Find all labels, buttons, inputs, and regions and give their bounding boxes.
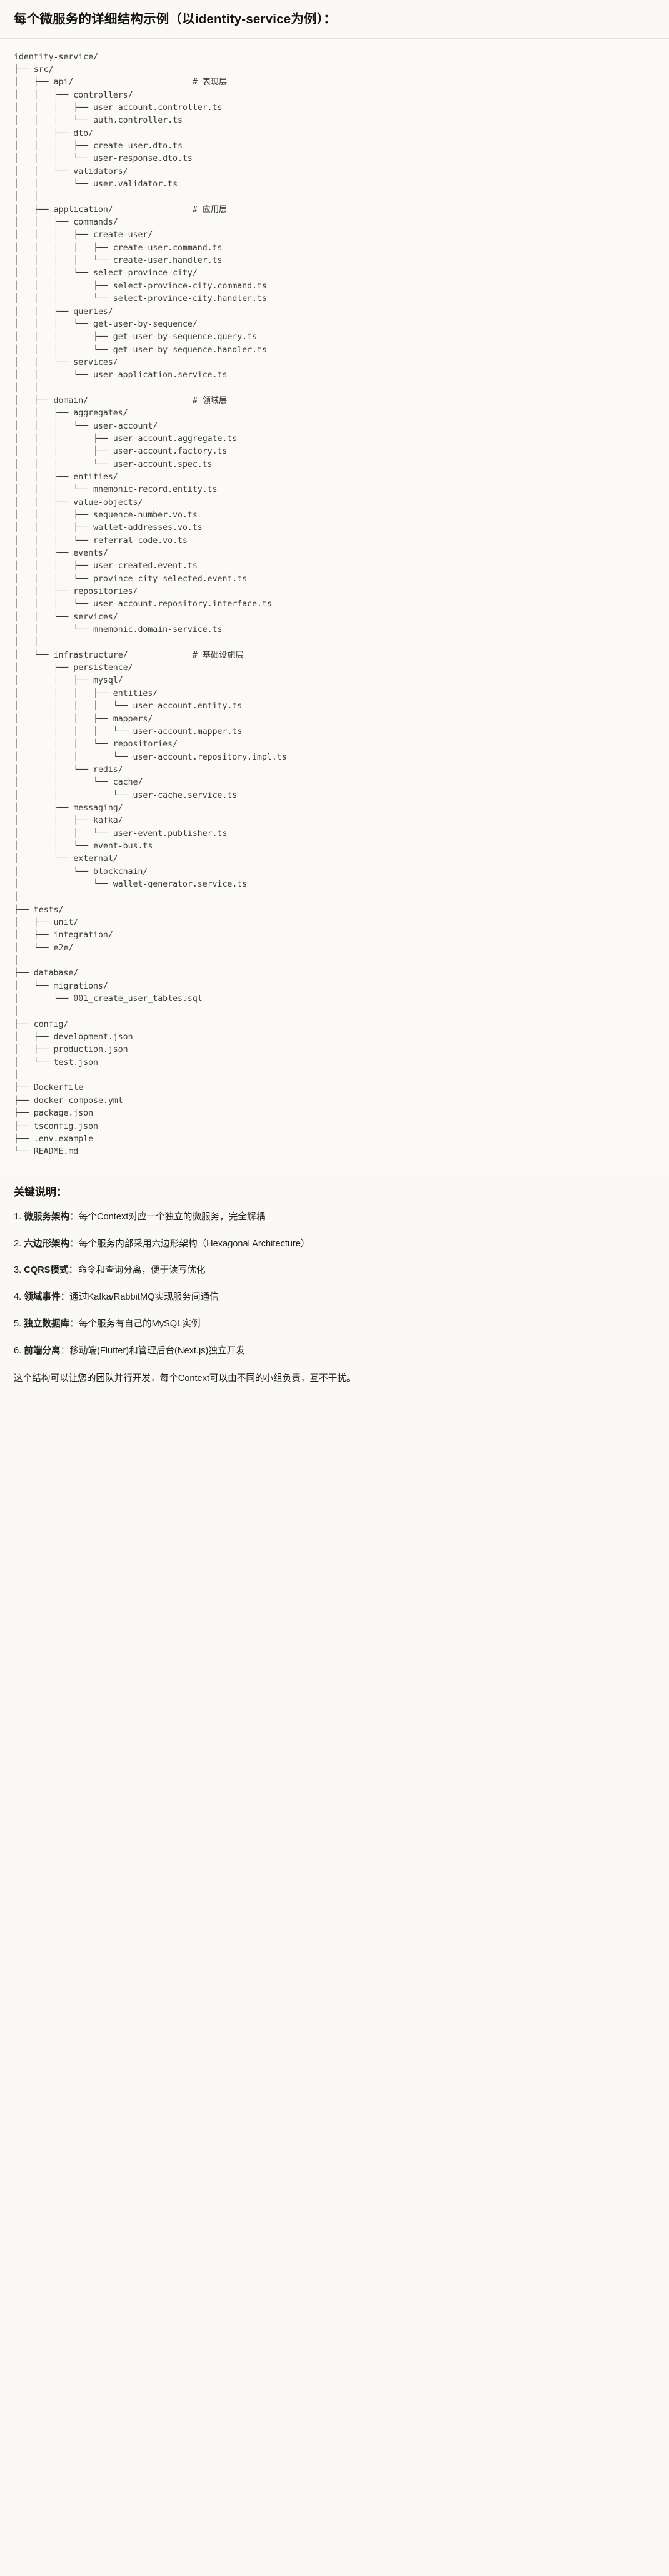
key-note-description: ：命令和查询分离，便于读写优化 bbox=[68, 1265, 206, 1276]
key-note-term: 独立数据库 bbox=[24, 1319, 70, 1330]
key-note-description: ：通过Kafka/RabbitMQ实现服务间通信 bbox=[60, 1292, 219, 1303]
key-note-description: ：移动端(Flutter)和管理后台(Next.js)独立开发 bbox=[60, 1346, 245, 1357]
key-note-number: 5. bbox=[14, 1319, 24, 1330]
key-notes-list: 1. 微服务架构：每个Context对应一个独立的微服务，完全解耦 2. 六边形架… bbox=[14, 1211, 655, 1358]
page-title: 每个微服务的详细结构示例（以identity-service为例）： bbox=[14, 12, 336, 26]
key-note-term: CQRS模式 bbox=[24, 1265, 69, 1276]
directory-tree: identity-service/ ├── src/ │ ├── api/ # … bbox=[14, 52, 287, 1157]
document-header: 每个微服务的详细结构示例（以identity-service为例）： bbox=[0, 0, 669, 39]
key-note-item: 3. CQRS模式：命令和查询分离，便于读写优化 bbox=[14, 1264, 655, 1278]
key-note-item: 6. 前端分离：移动端(Flutter)和管理后台(Next.js)独立开发 bbox=[14, 1345, 655, 1358]
key-note-term: 微服务架构 bbox=[24, 1211, 70, 1222]
directory-tree-block: identity-service/ ├── src/ │ ├── api/ # … bbox=[0, 38, 669, 1173]
key-note-description: ：每个服务内部采用六边形架构（Hexagonal Architecture） bbox=[69, 1238, 310, 1249]
key-note-term: 领域事件 bbox=[24, 1292, 61, 1303]
key-note-term: 六边形架构 bbox=[24, 1238, 70, 1249]
key-note-item: 1. 微服务架构：每个Context对应一个独立的微服务，完全解耦 bbox=[14, 1211, 655, 1224]
closing-paragraph: 这个结构可以让您的团队并行开发，每个Context可以由不同的小组负责，互不干扰… bbox=[14, 1373, 356, 1383]
key-notes-title: 关键说明： bbox=[14, 1186, 67, 1198]
key-note-number: 2. bbox=[14, 1238, 24, 1249]
key-note-item: 5. 独立数据库：每个服务有自己的MySQL实例 bbox=[14, 1318, 655, 1331]
key-note-description: ：每个服务有自己的MySQL实例 bbox=[69, 1319, 201, 1330]
page-root: 每个微服务的详细结构示例（以identity-service为例）： ident… bbox=[0, 0, 669, 1402]
key-note-item: 4. 领域事件：通过Kafka/RabbitMQ实现服务间通信 bbox=[14, 1291, 655, 1305]
key-note-term: 前端分离 bbox=[24, 1346, 61, 1357]
key-note-description: ：每个Context对应一个独立的微服务，完全解耦 bbox=[69, 1211, 266, 1222]
key-note-item: 2. 六边形架构：每个服务内部采用六边形架构（Hexagonal Archite… bbox=[14, 1238, 655, 1251]
key-note-number: 3. bbox=[14, 1265, 24, 1276]
key-note-number: 4. bbox=[14, 1292, 24, 1303]
key-notes-section: 关键说明： 1. 微服务架构：每个Context对应一个独立的微服务，完全解耦 2… bbox=[0, 1173, 669, 1402]
key-note-number: 1. bbox=[14, 1211, 24, 1222]
key-note-number: 6. bbox=[14, 1346, 24, 1357]
